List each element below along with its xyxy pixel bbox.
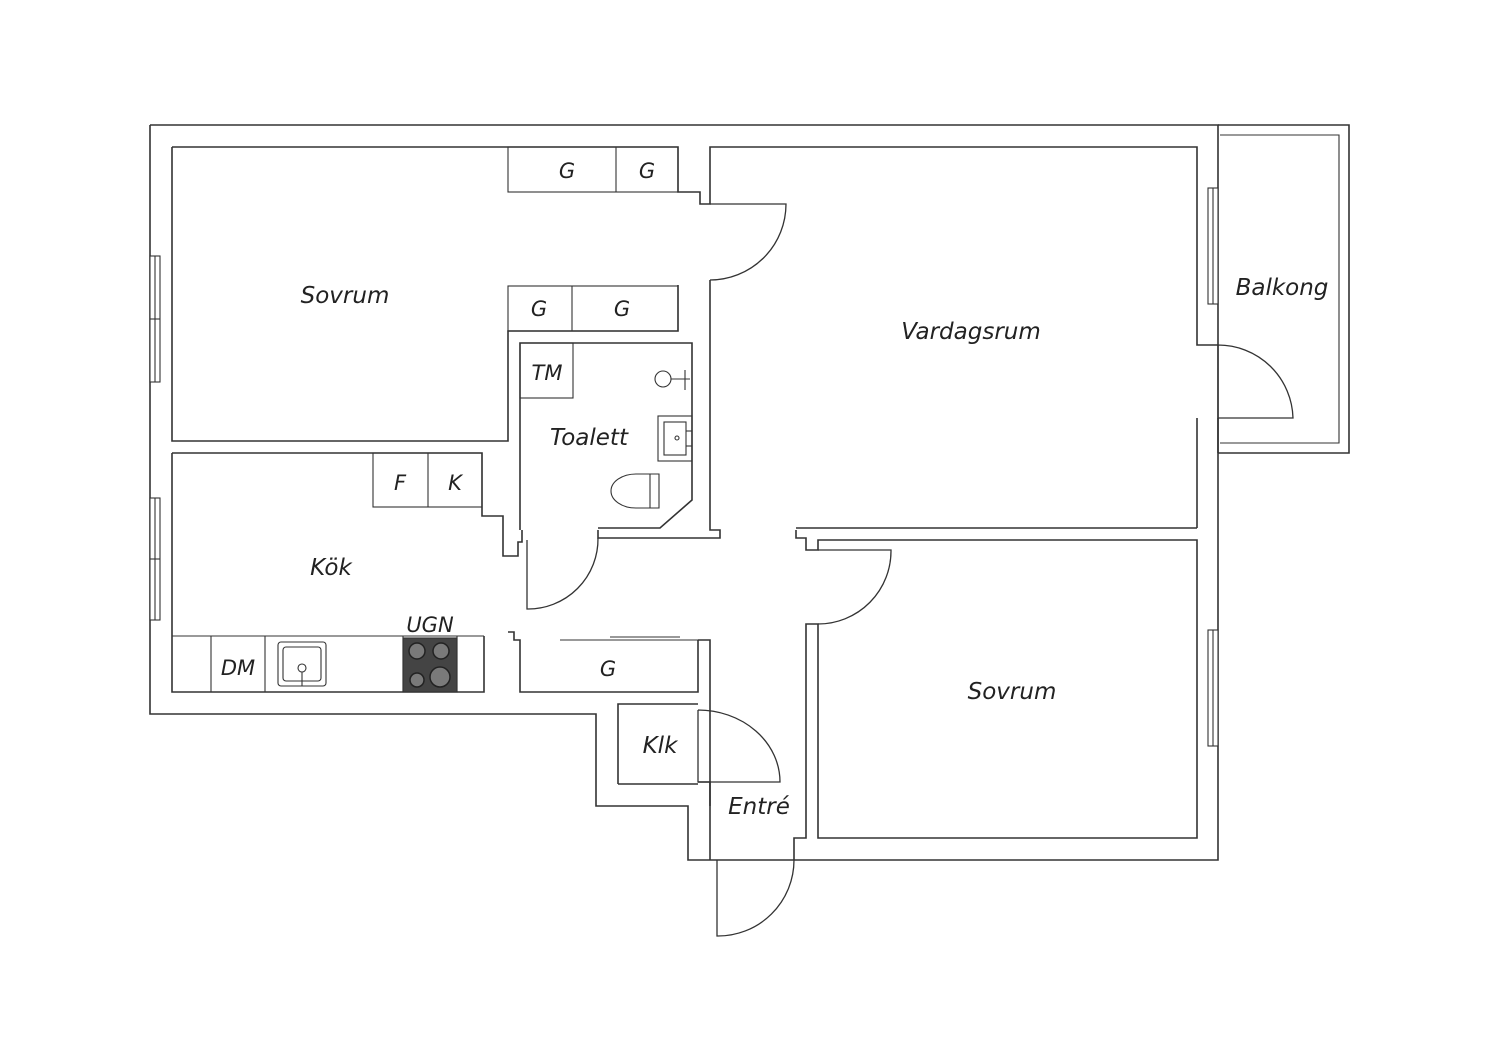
wardrobes-top [507, 146, 679, 332]
fixture-label-freezer: F [394, 471, 407, 495]
fixture-label-washing-machine: TM [532, 361, 563, 385]
fixture-label-wardrobe-1: G [559, 159, 575, 183]
central-walls [508, 280, 1198, 860]
fixture-label-wardrobe-3: G [531, 297, 547, 321]
fixture-label-wardrobe-2: G [639, 159, 655, 183]
balcony-structure [1196, 124, 1350, 528]
room-label-toilet: Toalett [550, 425, 629, 451]
doors [526, 203, 1294, 937]
room-label-wardrobe-room: Klk [643, 733, 679, 759]
fixture-label-dishwasher: DM [221, 656, 255, 680]
room-label-bedroom-1: Sovrum [301, 283, 390, 309]
room-label-living-room: Vardagsrum [901, 319, 1041, 345]
hall-wardrobe [560, 636, 698, 641]
fixture-label-fridge: K [448, 471, 464, 495]
room-label-kitchen: Kök [310, 555, 353, 581]
outer-walls [149, 124, 1219, 861]
windows [149, 187, 1219, 747]
room-label-bedroom-2: Sovrum [968, 679, 1057, 705]
fixture-label-hall-wardrobe: G [600, 657, 616, 681]
room-label-entrance: Entré [728, 794, 790, 820]
kitchen-fixtures [172, 452, 484, 693]
room-label-balcony: Balkong [1236, 275, 1329, 301]
fixture-label-wardrobe-4: G [614, 297, 630, 321]
fixture-label-oven: UGN [406, 613, 454, 637]
toilet-fixtures [519, 342, 693, 509]
